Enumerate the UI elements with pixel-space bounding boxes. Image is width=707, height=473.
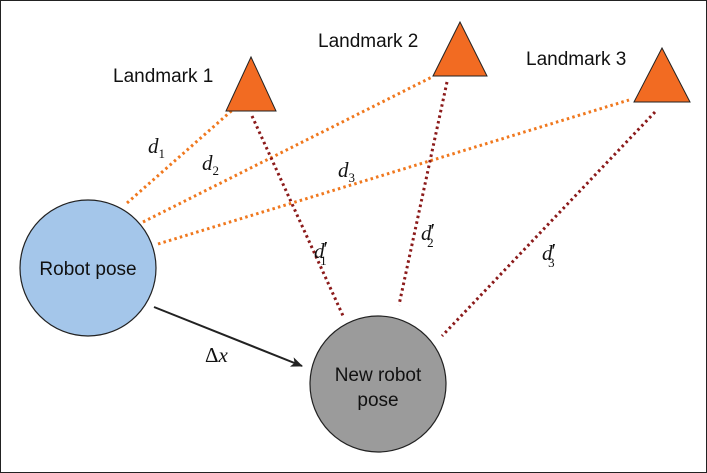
d3-prime-symbol: d	[542, 241, 553, 265]
d3-prime-mark: ′	[552, 239, 557, 263]
line-robot-to-landmark-3	[157, 98, 630, 246]
d1-prime-subscript: 1	[320, 253, 327, 268]
d3-subscript: 3	[349, 170, 356, 185]
line-new-to-landmark-3	[440, 110, 657, 338]
distance-label-d2: d2	[202, 151, 219, 178]
landmark-1-triangle	[225, 55, 277, 112]
motion-symbol: x	[218, 343, 229, 367]
d2-prime-mark: ′	[431, 219, 436, 243]
landmark-3-label: Landmark 3	[526, 49, 626, 70]
landmark-2: Landmark 2	[318, 20, 488, 77]
landmark-1: Landmark 1	[113, 55, 277, 112]
landmark-1-label: Landmark 1	[113, 66, 213, 87]
distance-label-d3: d3	[338, 158, 355, 185]
d3-symbol: d	[338, 158, 349, 182]
distance-label-d3-prime: d′3	[542, 239, 556, 270]
d3-prime-subscript: 3	[548, 255, 555, 270]
distance-label-d2-prime: d′2	[421, 219, 435, 250]
new-robot-pose-circle	[309, 315, 447, 453]
landmark-3: Landmark 3	[526, 46, 691, 103]
line-robot-to-landmark-1	[126, 104, 238, 205]
motion-delta: Δ	[205, 343, 219, 367]
robot-pose-label: Robot pose	[39, 259, 136, 280]
motion-arrow: Δx	[153, 306, 303, 367]
robot-pose-circle	[19, 199, 157, 337]
d1-subscript: 1	[159, 146, 166, 161]
motion-arrow-line	[153, 306, 303, 367]
landmark-2-label: Landmark 2	[318, 31, 418, 52]
new-robot-pose-label-line1: New robot	[335, 365, 422, 386]
new-robot-pose-label-line2: pose	[357, 390, 398, 411]
d2-symbol: d	[202, 151, 213, 175]
robot-pose-node: Robot pose	[19, 199, 157, 337]
landmark-2-triangle	[432, 20, 488, 77]
d2-prime-symbol: d	[421, 221, 432, 245]
motion-label: Δx	[205, 343, 229, 367]
d2-subscript: 2	[213, 163, 220, 178]
new-robot-pose-node: New robot pose	[309, 315, 447, 453]
landmark-3-triangle	[633, 46, 691, 103]
line-new-to-landmark-2	[397, 81, 449, 306]
d1-prime-symbol: d	[314, 239, 325, 263]
d2-prime-subscript: 2	[427, 235, 434, 250]
d1-symbol: d	[148, 134, 159, 158]
line-robot-to-landmark-2	[142, 75, 433, 224]
distance-label-d1: d1	[148, 134, 165, 161]
distance-label-d1-prime: d′1	[314, 237, 328, 268]
d1-prime-mark: ′	[324, 237, 329, 261]
